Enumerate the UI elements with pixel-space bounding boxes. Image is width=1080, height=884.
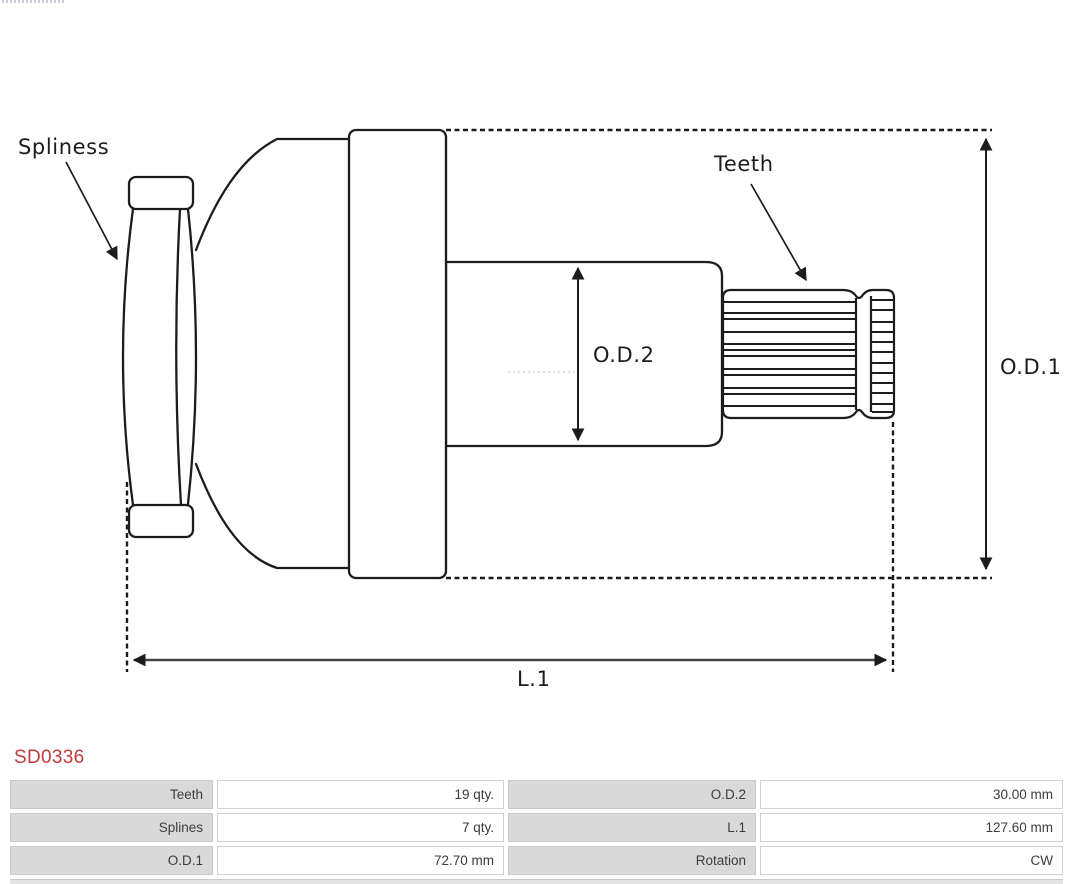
collar-inner-arc [175,207,183,507]
l1-label: L.1 [517,667,551,691]
gear-teeth-lines [724,301,855,407]
starter-drive-technical-drawing: Spliness Teeth O.D.2 O.D.1 L.1 [18,128,1062,691]
spec-table: Teeth 19 qty. O.D.2 30.00 mm Splines 7 q… [10,780,1063,875]
shaft-body [444,260,724,448]
part-number: SD0336 [14,747,85,768]
flange-disc-arc [186,207,198,506]
gear-teeth-section [721,288,896,420]
od1-label: O.D.1 [1000,355,1062,379]
spec-value: 30.00 mm [760,780,1063,809]
housing-bottom-curve [194,462,354,570]
cropped-logo-fragment-icon [2,0,66,3]
teeth-leader-arrow [750,183,807,282]
spline-collar [121,175,198,539]
pilot-ring-lines [872,299,893,413]
spec-label: Splines [10,813,213,842]
next-row-clipped-strip [10,879,1063,884]
od2-label: O.D.2 [593,343,655,367]
collar-top-tab [127,175,195,211]
spec-label: L.1 [508,813,756,842]
spec-value: CW [760,846,1063,875]
teeth-label: Teeth [713,152,774,176]
collar-outer-arc [121,207,135,507]
spec-label: O.D.1 [10,846,213,875]
spec-value: 72.70 mm [217,846,504,875]
gear-outline [721,288,896,420]
extension-lines [125,128,992,672]
spec-value: 7 qty. [217,813,504,842]
splines-label: Spliness [18,135,109,159]
spec-value: 127.60 mm [760,813,1063,842]
spec-value: 19 qty. [217,780,504,809]
spec-label: Teeth [10,780,213,809]
clutch-housing [194,137,354,570]
housing-front-face [347,128,448,580]
housing-top-curve [194,137,354,252]
collar-bottom-tab [127,503,195,539]
spec-label: Rotation [508,846,756,875]
spec-label: O.D.2 [508,780,756,809]
splines-leader-arrow [65,161,118,261]
